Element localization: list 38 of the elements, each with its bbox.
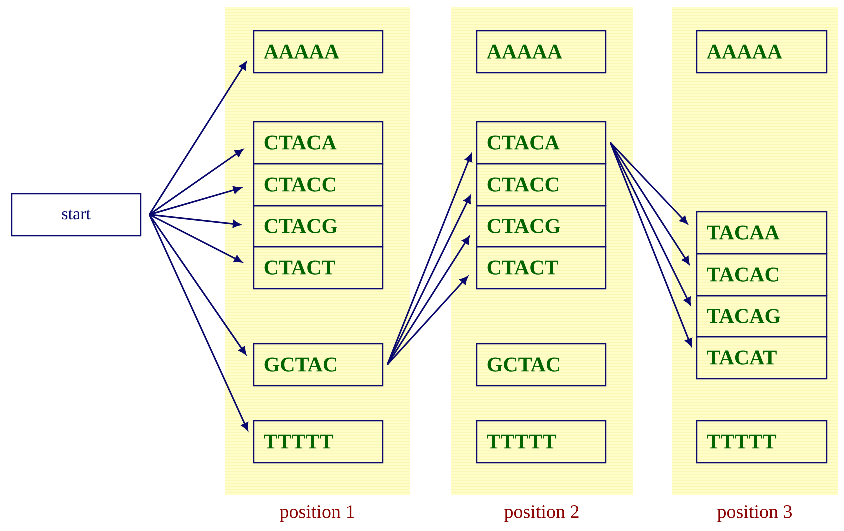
arrow	[150, 214, 242, 228]
sequence-box: CTACT	[476, 246, 607, 290]
sequence-box: AAAAA	[696, 30, 828, 74]
arrow	[387, 276, 468, 366]
arrow	[149, 149, 244, 216]
sequence-box: AAAAA	[476, 30, 607, 74]
sequence-box: CTACA	[253, 121, 384, 165]
sequence-box: TTTTT	[253, 420, 384, 464]
sequence-box: CTACG	[476, 205, 607, 248]
arrow	[610, 142, 692, 306]
sequence-box: AAAAA	[253, 30, 384, 74]
arrow	[148, 62, 247, 216]
node-label: position 2	[504, 506, 579, 522]
sequence-box: TACAT	[696, 336, 828, 380]
sequence-box: CTACG	[253, 205, 384, 248]
start-box: start	[11, 193, 142, 237]
sequence-box: CTACC	[253, 163, 384, 207]
arrow	[148, 214, 247, 356]
node-label: position 1	[280, 506, 354, 522]
arrow	[386, 236, 470, 366]
arrow	[149, 214, 242, 263]
sequence-box: CTACT	[253, 246, 384, 290]
arrow	[148, 214, 249, 431]
arrow	[386, 195, 472, 366]
node-label: position 3	[718, 506, 792, 522]
arrow	[610, 142, 688, 224]
sequence-box: GCTAC	[253, 343, 384, 387]
arrow	[149, 186, 242, 216]
arrow	[610, 142, 692, 347]
sequence-box: TACAG	[696, 295, 828, 338]
sequence-box: TACAA	[696, 211, 828, 255]
sequence-box: GCTAC	[476, 343, 607, 387]
sequence-box: CTACC	[476, 163, 607, 207]
arrow	[610, 142, 690, 265]
sequence-box: TTTTT	[476, 420, 607, 464]
sequence-box: TACAC	[696, 253, 828, 297]
sequence-box: TTTTT	[696, 420, 828, 464]
sequence-box: CTACA	[476, 121, 607, 165]
